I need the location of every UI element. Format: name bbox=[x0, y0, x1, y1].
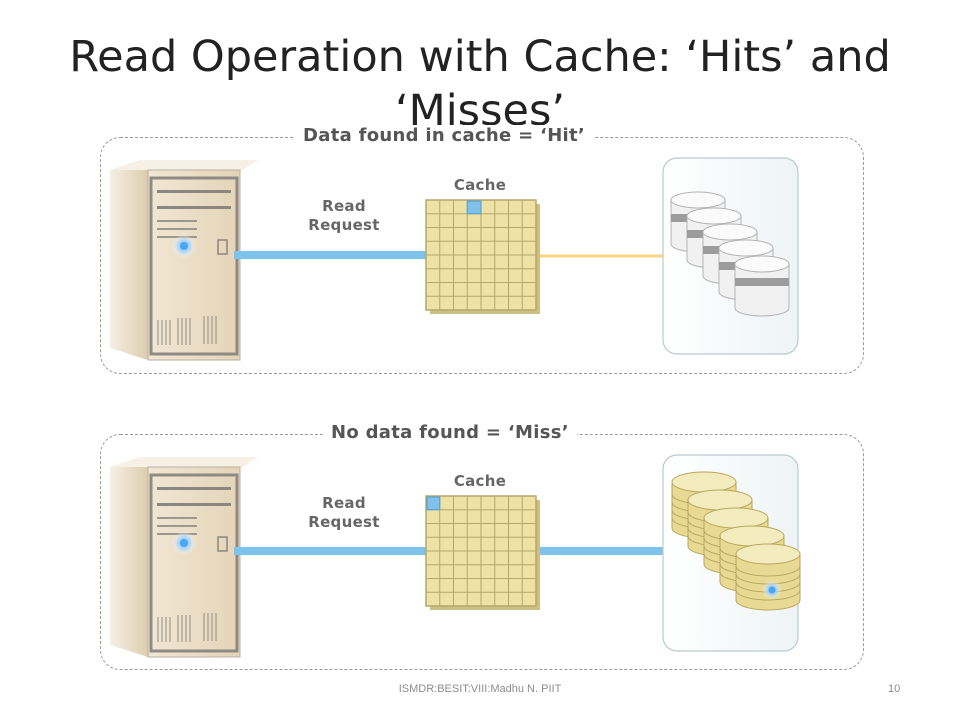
hit-panel: Data found in cache = ‘Hit’ bbox=[100, 125, 864, 374]
miss-panel: No data found = ‘Miss’ bbox=[100, 422, 864, 670]
hit-cache-cell bbox=[466, 200, 482, 215]
miss-server bbox=[108, 455, 260, 659]
server-icon bbox=[108, 158, 260, 362]
footer-text: ISMDR:BESIT:VIII:Madhu N. PIIT bbox=[398, 683, 562, 695]
hit-server bbox=[108, 158, 260, 362]
hit-read-link bbox=[234, 251, 426, 259]
miss-cache-label: Cache bbox=[453, 472, 507, 490]
miss-cache-cell bbox=[426, 496, 441, 511]
hit-read-request-label: Read Request bbox=[308, 197, 380, 234]
miss-disk-array bbox=[671, 471, 801, 611]
hit-panel-label: Data found in cache = ‘Hit’ bbox=[295, 125, 594, 146]
hit-cache-grid bbox=[425, 199, 541, 315]
miss-panel-label: No data found = ‘Miss’ bbox=[323, 422, 577, 443]
slide-title: Read Operation with Cache: ‘Hits’ and ‘M… bbox=[69, 32, 891, 136]
miss-read-request-label: Read Request bbox=[308, 494, 380, 531]
server-icon bbox=[108, 455, 260, 659]
hit-cache-label: Cache bbox=[453, 176, 507, 194]
page-number: 10 bbox=[888, 683, 901, 695]
cache-grid-icon bbox=[425, 199, 541, 315]
miss-cache-grid bbox=[425, 495, 541, 611]
miss-storage-link bbox=[538, 547, 664, 555]
miss-read-link bbox=[234, 547, 426, 555]
cache-grid-icon bbox=[425, 495, 541, 611]
